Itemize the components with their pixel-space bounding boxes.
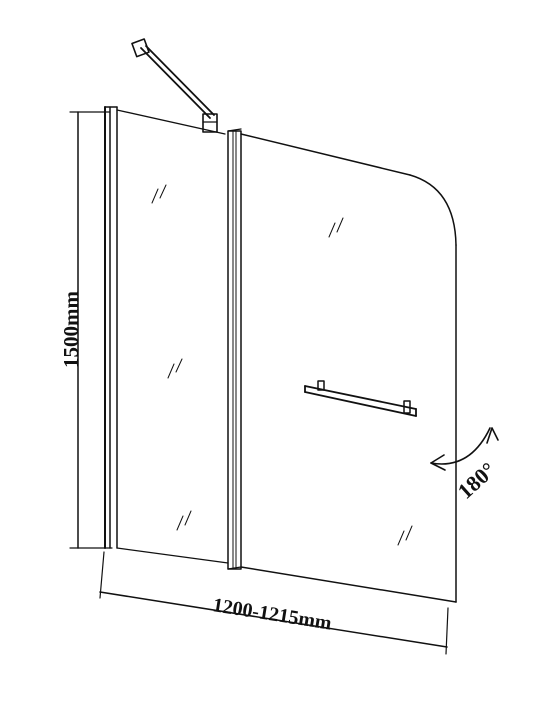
- height-dimension-label: 1500mm: [59, 291, 83, 368]
- rotation-arrow: [430, 427, 499, 471]
- width-dimension: [99, 551, 449, 655]
- swing-glass-panel: [240, 133, 457, 603]
- glass-reflection-marks: [151, 184, 413, 546]
- width-dimension-label: 1200-1215mm: [211, 594, 333, 635]
- towel-bar: [304, 380, 417, 417]
- hinge-profile: [227, 128, 242, 570]
- fixed-glass-panel: [104, 106, 229, 564]
- support-arm: [131, 38, 218, 133]
- rotation-angle-label: 180°: [453, 457, 501, 504]
